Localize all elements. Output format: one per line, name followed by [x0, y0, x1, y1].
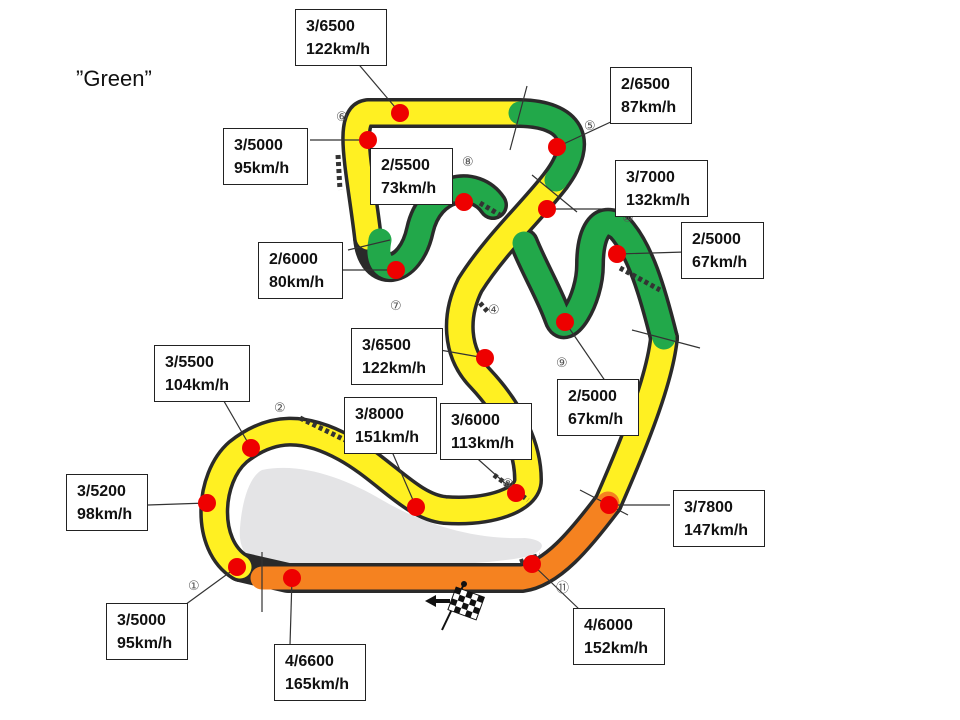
callout-box: 3/5200 98km/h [66, 474, 148, 531]
marker [242, 439, 260, 457]
callout-gear-rpm: 3/6500 [362, 337, 411, 354]
speed-markers [198, 104, 626, 587]
callout-speed: 132km/h [626, 192, 691, 209]
callout-gear-rpm: 2/5000 [692, 231, 741, 248]
callout-speed: 67km/h [568, 411, 624, 428]
marker [387, 261, 405, 279]
marker [198, 494, 216, 512]
callout-box: 3/6000 113km/h [440, 403, 532, 460]
corner-number-10: ⑩ [622, 211, 634, 226]
corner-number-2: ② [274, 401, 286, 416]
callout-speed: 151km/h [355, 429, 420, 446]
callout-speed: 122km/h [362, 360, 427, 377]
callout-speed: 80km/h [269, 274, 325, 291]
marker [548, 138, 566, 156]
callout-speed: 104km/h [165, 377, 230, 394]
callout-box: 3/6500 122km/h [295, 9, 387, 66]
marker [283, 569, 301, 587]
callout-box: 3/6500 122km/h [351, 328, 443, 385]
marker [600, 496, 618, 514]
corner-number-9: ⑨ [556, 356, 568, 371]
callout-speed: 165km/h [285, 676, 350, 693]
track-yellow-sections [202, 101, 676, 579]
callout-box: 2/6500 87km/h [610, 67, 692, 124]
callout-gear-rpm: 3/5000 [234, 137, 283, 154]
callout-box: 2/5500 73km/h [370, 148, 453, 205]
callout-speed: 152km/h [584, 640, 649, 657]
callout-box: 3/5500 104km/h [154, 345, 250, 402]
marker [556, 313, 574, 331]
marker [538, 200, 556, 218]
callout-gear-rpm: 2/5500 [381, 157, 430, 174]
callout-gear-rpm: 3/5500 [165, 354, 214, 371]
callout-gear-rpm: 3/7800 [684, 499, 733, 516]
callout-box: 2/6000 80km/h [258, 242, 343, 299]
callout-speed: 113km/h [451, 435, 515, 452]
marker [608, 245, 626, 263]
callout-box: 3/7800 147km/h [673, 490, 765, 547]
corner-number-5: ⑤ [584, 119, 596, 134]
callout-gear-rpm: 4/6000 [584, 617, 633, 634]
track-orange-section [250, 491, 620, 590]
callout-box: 3/7000 132km/h [615, 160, 708, 217]
map-title: ”Green” [76, 66, 152, 91]
callout-box: 2/5000 67km/h [681, 222, 764, 279]
callout-speed: 73km/h [381, 180, 437, 197]
callout-speed: 67km/h [692, 254, 748, 271]
callout-speed: 87km/h [621, 99, 677, 116]
callout-gear-rpm: 3/6500 [306, 18, 355, 35]
callout-box: 4/6600 165km/h [274, 644, 366, 701]
callout-box: 4/6000 152km/h [573, 608, 665, 665]
corner-number-4: ④ [488, 303, 500, 318]
marker [523, 555, 541, 573]
callout-gear-rpm: 3/6000 [451, 412, 500, 429]
callout-speed: 95km/h [234, 160, 290, 177]
direction-arrow-icon [425, 595, 450, 607]
start-finish-flag [425, 581, 485, 631]
corner-number-8-lower: ⑧ [502, 477, 514, 492]
callout-speed: 95km/h [117, 635, 173, 652]
corner-number-8: ⑧ [462, 155, 474, 170]
marker [455, 193, 473, 211]
track-green-sections [367, 101, 676, 350]
marker [407, 498, 425, 516]
callout-speed: 147km/h [684, 522, 749, 539]
callout-gear-rpm: 4/6600 [285, 653, 334, 670]
marker [359, 131, 377, 149]
corner-number-1: ① [188, 579, 200, 594]
callout-gear-rpm: 2/6000 [269, 251, 318, 268]
corner-number-11: ⑪ [556, 581, 569, 596]
checkered-flag-icon [447, 586, 485, 621]
callout-speed: 122km/h [306, 41, 371, 58]
callout-gear-rpm: 3/8000 [355, 406, 404, 423]
callout-box: 3/8000 151km/h [344, 397, 437, 454]
callout-gear-rpm: 3/7000 [626, 169, 675, 186]
marker [391, 104, 409, 122]
callout-box: 2/5000 67km/h [557, 379, 639, 436]
marker [507, 484, 525, 502]
corner-number-6: ⑥ [336, 110, 348, 125]
infield-area [239, 467, 542, 566]
marker [228, 558, 246, 576]
callout-gear-rpm: 2/5000 [568, 388, 617, 405]
callout-gear-rpm: 3/5000 [117, 612, 166, 629]
callout-speed: 98km/h [77, 506, 133, 523]
callout-gear-rpm: 3/5200 [77, 483, 126, 500]
marker [476, 349, 494, 367]
corner-number-7: ⑦ [390, 299, 402, 314]
callout-box: 3/5000 95km/h [223, 128, 308, 185]
callout-box: 3/5000 95km/h [106, 603, 188, 660]
callout-gear-rpm: 2/6500 [621, 76, 670, 93]
